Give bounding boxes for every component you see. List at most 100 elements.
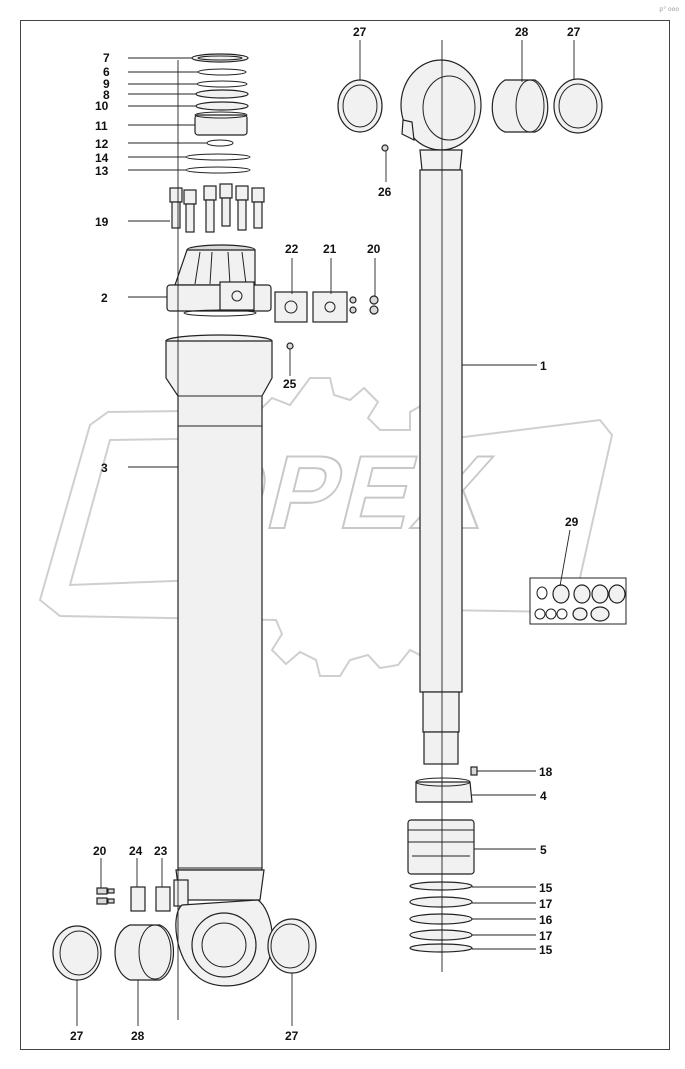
barrel-3 bbox=[165, 334, 273, 987]
bolt-shank bbox=[237, 199, 247, 231]
grease-nipple-26 bbox=[381, 144, 389, 152]
corner-mark: p° ooo bbox=[659, 6, 679, 13]
bushing-27-top-right bbox=[553, 78, 603, 134]
rod-shaft bbox=[419, 169, 463, 693]
port-plates-lower bbox=[96, 886, 171, 912]
ring-15-lower bbox=[409, 943, 473, 953]
kit-oring bbox=[552, 584, 570, 604]
gland-port-hole bbox=[231, 290, 243, 302]
label-12: 12 bbox=[95, 137, 109, 151]
port-plates-upper bbox=[274, 291, 379, 323]
gland-body bbox=[174, 249, 256, 286]
label-20-bottom: 20 bbox=[93, 844, 107, 858]
bushing-27-top-left bbox=[337, 79, 383, 133]
label-26: 26 bbox=[378, 185, 392, 199]
barrel-port bbox=[173, 879, 189, 907]
label-27-top-right: 27 bbox=[567, 25, 581, 39]
label-25: 25 bbox=[283, 377, 297, 391]
watermark-gear bbox=[38, 377, 614, 677]
ring-14 bbox=[185, 153, 251, 161]
label-27-bottom-left: 27 bbox=[70, 1029, 84, 1043]
plate-21-hole bbox=[324, 301, 336, 313]
bolt-head bbox=[219, 183, 233, 199]
kit-oring bbox=[572, 607, 588, 621]
bushing-27-right-inner bbox=[270, 923, 310, 969]
seal-7 bbox=[191, 53, 249, 63]
label-1: 1 bbox=[540, 359, 547, 373]
gland-ribs bbox=[194, 251, 247, 285]
label-15-upper: 15 bbox=[539, 881, 553, 895]
grease-nipple-25 bbox=[286, 342, 294, 350]
bushing-11-top bbox=[194, 111, 248, 119]
set-screw-18 bbox=[470, 766, 478, 776]
label-3: 3 bbox=[101, 461, 108, 475]
bolt-head bbox=[183, 189, 197, 205]
label-2: 2 bbox=[101, 291, 108, 305]
leader-29 bbox=[559, 529, 571, 587]
ring-12 bbox=[206, 139, 234, 147]
bolt-20 bbox=[96, 897, 108, 905]
barrel-body bbox=[165, 340, 273, 871]
label-11: 11 bbox=[95, 119, 108, 133]
plate-22 bbox=[274, 291, 308, 323]
plate-23 bbox=[155, 886, 171, 912]
kit-oring bbox=[536, 586, 548, 600]
kit-oring bbox=[534, 608, 546, 620]
washer-20 bbox=[349, 306, 357, 314]
bottom-bushings bbox=[52, 918, 317, 981]
bushing-27-top-left-inner bbox=[342, 84, 378, 128]
rod-thread bbox=[422, 691, 460, 733]
top-bushings bbox=[337, 78, 603, 134]
label-15-lower: 15 bbox=[539, 943, 553, 957]
label-27-top-left: 27 bbox=[353, 25, 367, 39]
kit-oring bbox=[556, 608, 568, 620]
gland-flange bbox=[166, 284, 272, 312]
rod-tip bbox=[423, 731, 459, 765]
label-29: 29 bbox=[565, 515, 579, 529]
nut-20 bbox=[369, 295, 379, 305]
label-17-lower: 17 bbox=[539, 929, 553, 943]
label-21: 21 bbox=[323, 242, 337, 256]
label-23: 23 bbox=[154, 844, 168, 858]
ring-15-upper bbox=[409, 881, 473, 891]
label-7: 7 bbox=[103, 51, 110, 65]
label-24: 24 bbox=[129, 844, 143, 858]
label-10: 10 bbox=[95, 99, 109, 113]
kit-oring bbox=[573, 584, 591, 604]
seal-9 bbox=[196, 80, 248, 88]
label-8: 8 bbox=[103, 88, 110, 102]
bolt-head bbox=[235, 185, 249, 201]
bolt-head bbox=[251, 187, 265, 203]
rod-grease-tab bbox=[401, 119, 415, 142]
label-20-top: 20 bbox=[367, 242, 381, 256]
bushing-27-left-inner bbox=[59, 930, 99, 976]
ring-17-upper bbox=[409, 896, 473, 908]
kit-oring bbox=[590, 606, 610, 622]
piston-assembly bbox=[407, 766, 478, 953]
bolts-19 bbox=[169, 183, 265, 233]
label-14: 14 bbox=[95, 151, 109, 165]
label-19: 19 bbox=[95, 215, 109, 229]
bolt-20-shank bbox=[107, 888, 115, 894]
label-28-top: 28 bbox=[515, 25, 529, 39]
plate-24 bbox=[130, 886, 146, 912]
label-13: 13 bbox=[95, 164, 109, 178]
seal-kit-29 bbox=[529, 577, 627, 625]
washer-20 bbox=[349, 296, 357, 304]
barrel-eye-bore bbox=[191, 912, 257, 978]
label-18: 18 bbox=[539, 765, 553, 779]
rod-eye-bore bbox=[422, 75, 476, 141]
bolt-shank bbox=[185, 203, 195, 233]
label-5: 5 bbox=[540, 843, 547, 857]
label-9: 9 bbox=[103, 77, 110, 91]
bolt-shank bbox=[205, 199, 215, 233]
bolt-20-shank bbox=[107, 898, 115, 904]
plate-22-hole bbox=[284, 300, 298, 314]
barrel-bottom bbox=[175, 869, 265, 901]
nut-20 bbox=[369, 305, 379, 315]
bolt-head bbox=[169, 187, 183, 203]
opex-watermark: OPEX bbox=[38, 377, 614, 677]
ring-17-lower bbox=[409, 929, 473, 941]
bushing-28-top-face bbox=[515, 79, 545, 133]
